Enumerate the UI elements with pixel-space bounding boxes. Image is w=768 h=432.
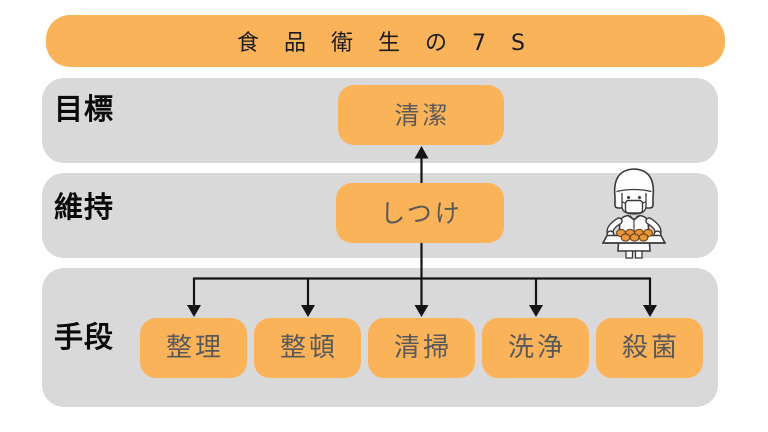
box-seiton: 整頓: [254, 318, 361, 378]
box-seiri: 整理: [140, 318, 247, 378]
box-seisou: 清掃: [368, 318, 475, 378]
worker-mask: [624, 199, 644, 214]
row-label-keep: 維持: [54, 190, 115, 224]
box-shitsuke: しつけ: [336, 183, 504, 243]
box-senjou: 洗浄: [482, 318, 589, 378]
box-seiketsu: 清潔: [338, 85, 504, 145]
buns: [616, 228, 653, 242]
row-label-goal: 目標: [54, 92, 115, 126]
box-sakkin: 殺菌: [596, 318, 703, 378]
diagram-title: 食 品 衛 生 の 7 S: [237, 31, 534, 56]
arrowhead-up: [414, 146, 429, 159]
title-banner: 食 品 衛 生 の 7 S: [46, 15, 725, 67]
row-label-means: 手段: [54, 320, 115, 354]
food-worker-illustration: [601, 168, 667, 259]
